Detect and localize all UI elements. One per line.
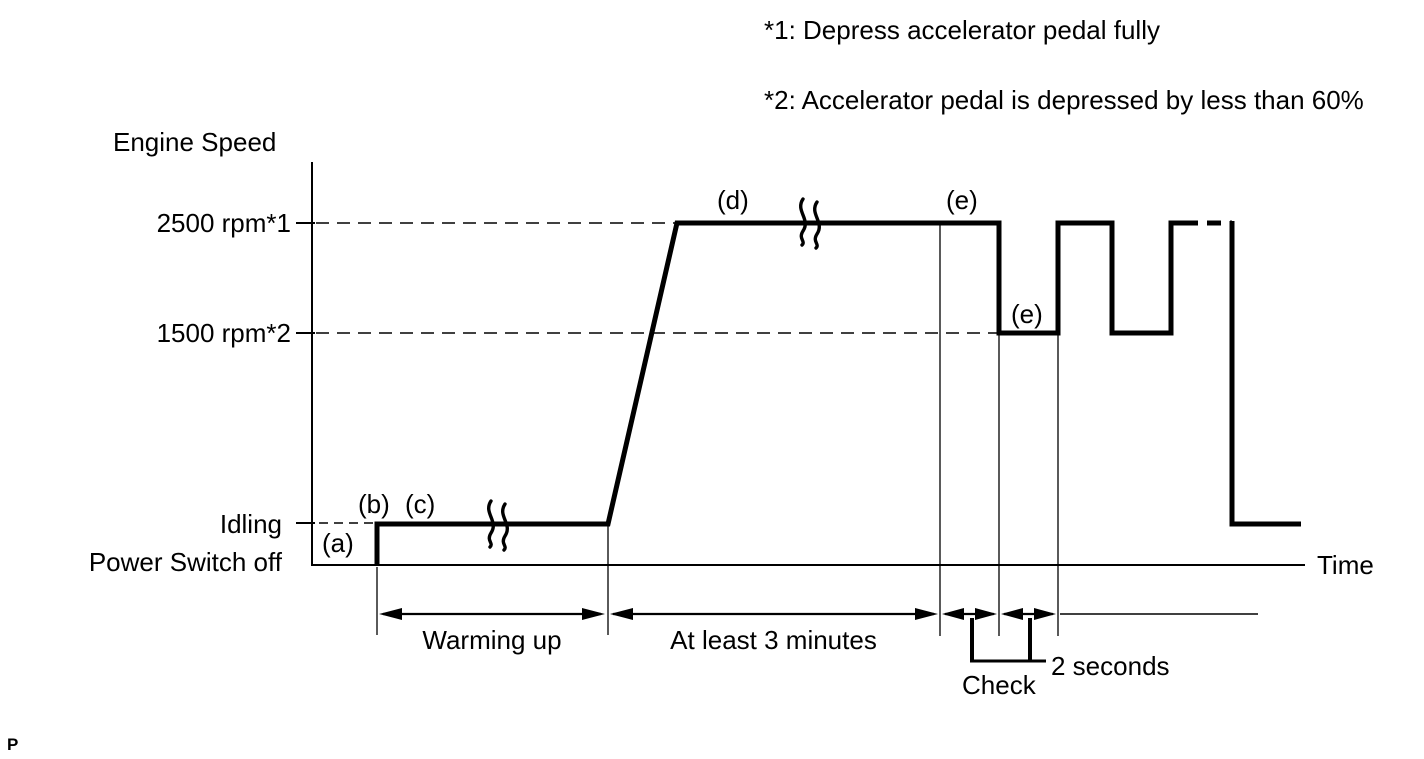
interval-label-check: Check xyxy=(962,670,1036,700)
interval-label-2-seconds: 2 seconds xyxy=(1051,651,1170,681)
point-label-a: (a) xyxy=(322,528,354,558)
break-mark-2500-line xyxy=(799,197,821,250)
speed-trace-return-to-idle xyxy=(1229,221,1301,527)
footnote-2: *2: Accelerator pedal is depressed by le… xyxy=(764,85,1364,115)
speed-trace-main xyxy=(374,220,1184,565)
break-mark-idle-line xyxy=(487,499,509,552)
interval-arrow-warming-up xyxy=(379,608,605,620)
tick-label-2500rpm: 2500 rpm*1 xyxy=(156,208,291,238)
interval-arrow-2sec-first xyxy=(942,608,997,620)
y-axis-title: Engine Speed xyxy=(113,127,277,157)
interval-arrow-3-minutes xyxy=(610,608,938,620)
interval-arrow-2sec-second xyxy=(1001,608,1056,620)
tick-label-1500rpm: 1500 rpm*2 xyxy=(156,318,291,348)
y-axis-ticks xyxy=(296,222,315,524)
page-mark: P xyxy=(7,735,19,754)
point-label-e-high: (e) xyxy=(946,185,978,215)
tick-label-power-switch-off: Power Switch off xyxy=(88,547,282,577)
footnote-1: *1: Depress accelerator pedal fully xyxy=(764,15,1160,45)
interval-label-3-minutes: At least 3 minutes xyxy=(670,625,877,655)
point-label-c: (c) xyxy=(405,489,436,519)
check-bracket xyxy=(970,618,1046,663)
interval-label-warming-up: Warming up xyxy=(422,625,562,655)
x-axis-title: Time xyxy=(1317,550,1374,580)
point-label-e-low: (e) xyxy=(1011,299,1043,329)
point-label-b: (b) xyxy=(358,489,390,519)
tick-label-idling: Idling xyxy=(219,509,282,539)
point-label-d: (d) xyxy=(717,185,749,215)
